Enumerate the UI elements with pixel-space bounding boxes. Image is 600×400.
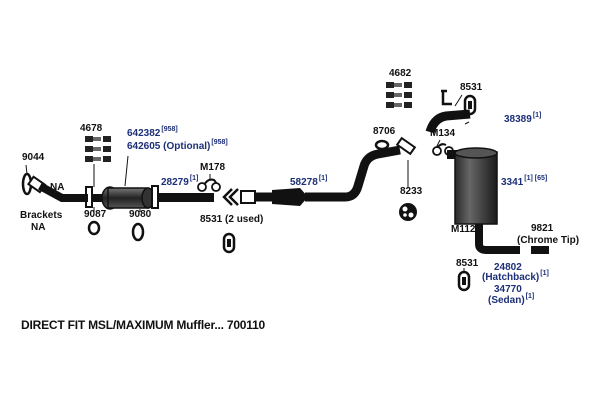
- label-na-1: NA: [50, 182, 65, 193]
- label-na-2: NA: [31, 222, 46, 233]
- gasket-9080: [131, 222, 145, 242]
- bolts-4682: [386, 82, 412, 108]
- label-28279-number: 28279: [161, 177, 189, 188]
- label-m112: M112: [451, 224, 476, 235]
- resonator-pipe-58278: [255, 145, 401, 206]
- label-24802: 24802: [494, 262, 522, 273]
- front-pipe-part: [27, 175, 80, 202]
- label-642382-number: 642382: [127, 128, 161, 139]
- label-642382: 642382[958]: [127, 125, 178, 140]
- label-3341-note: [1] [65]: [524, 174, 548, 182]
- label-brackets: Brackets: [20, 210, 63, 221]
- label-8233: 8233: [400, 186, 423, 197]
- label-4682: 4682: [389, 68, 412, 79]
- label-58278-number: 58278: [290, 177, 318, 188]
- label-28279: 28279[1]: [161, 174, 199, 189]
- label-4678: 4678: [80, 123, 103, 134]
- label-8531-2-used: 8531 (2 used): [200, 214, 264, 225]
- diagram-caption: DIRECT FIT MSL/MAXIMUM Muffler... 700110: [21, 318, 266, 332]
- label-m178: M178: [200, 162, 226, 173]
- label-642605: 642605 (Optional)[958]: [127, 138, 228, 153]
- leader-lines: [25, 94, 470, 272]
- muffler-3341: [447, 147, 498, 225]
- bolts-4678: [85, 136, 111, 162]
- hanger-8233: [399, 203, 417, 221]
- flange-muffler-inlet: [395, 136, 417, 156]
- label-sedan: (Sedan)[1]: [488, 292, 535, 307]
- gasket-8706: [374, 139, 390, 151]
- label-hatchback-text: (Hatchback): [482, 272, 540, 283]
- pipe-38389: [425, 109, 471, 134]
- label-642382-note: [958]: [161, 125, 178, 133]
- label-8531-bottom: 8531: [456, 258, 479, 269]
- hanger-8531-bottom: [457, 270, 471, 292]
- label-3341-number: 3341: [501, 177, 524, 188]
- label-34770: 34770: [494, 284, 522, 295]
- hanger-8531-lower: [222, 232, 236, 254]
- exhaust-tip-9821: [531, 246, 549, 254]
- label-m134: M134: [430, 128, 456, 139]
- label-8706: 8706: [373, 126, 396, 137]
- pipe-joint: [222, 188, 256, 206]
- gasket-9087: [87, 220, 101, 236]
- hanger-bracket: [441, 89, 452, 106]
- label-3341: 3341[1] [65]: [501, 174, 548, 189]
- flange-9080: [151, 185, 159, 209]
- label-9044: 9044: [22, 152, 45, 163]
- label-642605-number: 642605 (Optional): [127, 141, 211, 152]
- hanger-8531-top: [463, 94, 477, 116]
- label-38389: 38389[1]: [504, 111, 542, 126]
- label-642605-note: [958]: [211, 138, 228, 146]
- label-chrome-tip: (Chrome Tip): [517, 235, 580, 246]
- label-9080: 9080: [129, 209, 152, 220]
- label-sedan-text: (Sedan): [488, 295, 525, 306]
- label-58278: 58278[1]: [290, 174, 328, 189]
- clamp-m178: [197, 178, 221, 192]
- intermediate-pipe-28279: [158, 193, 214, 202]
- label-9821: 9821: [531, 223, 554, 234]
- label-hatchback-note: [1]: [540, 269, 549, 277]
- label-hatchback: (Hatchback)[1]: [482, 269, 549, 284]
- label-sedan-note: [1]: [525, 292, 535, 300]
- label-8531-top: 8531: [460, 82, 483, 93]
- label-58278-note: [1]: [318, 174, 328, 182]
- label-38389-note: [1]: [532, 111, 542, 119]
- label-28279-note: [1]: [189, 174, 199, 182]
- label-38389-number: 38389: [504, 114, 532, 125]
- tailpipe: [475, 224, 520, 254]
- label-9087: 9087: [84, 209, 107, 220]
